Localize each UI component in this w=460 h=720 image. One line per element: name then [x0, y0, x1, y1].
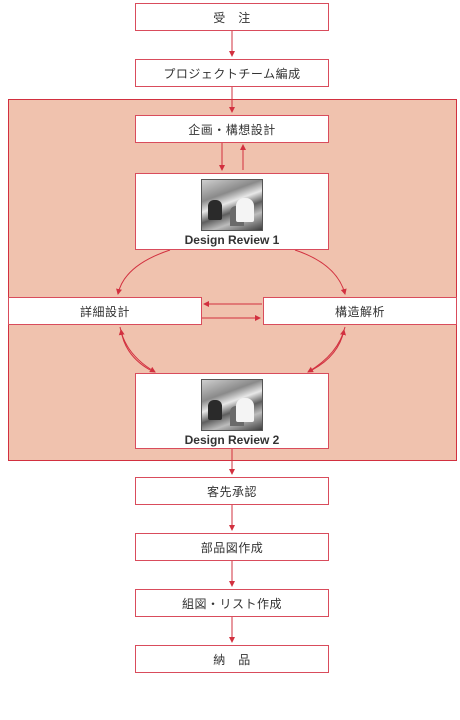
step-detail-label: 詳細設計 [79, 304, 130, 319]
photo-meeting-image [201, 179, 263, 231]
step-review2-label: Design Review 2 [184, 433, 280, 447]
step-order: 受 注 [135, 3, 329, 31]
step-planning: 企画・構想設計 [135, 115, 329, 143]
step-delivery-label: 納 品 [213, 652, 251, 667]
step-detail: 詳細設計 [8, 297, 202, 325]
step-parts: 部品図作成 [135, 533, 329, 561]
step-structure-label: 構造解析 [334, 304, 385, 319]
photo-meeting-image [201, 379, 263, 431]
step-assembly-label: 組図・リスト作成 [181, 596, 282, 611]
step-review2: Design Review 2 [135, 373, 329, 449]
step-approval-label: 客先承認 [206, 484, 257, 499]
step-team-label: プロジェクトチーム編成 [163, 66, 301, 81]
step-parts-label: 部品図作成 [200, 540, 264, 555]
step-review1: Design Review 1 [135, 173, 329, 250]
step-assembly: 組図・リスト作成 [135, 589, 329, 617]
step-planning-label: 企画・構想設計 [188, 122, 276, 137]
step-approval: 客先承認 [135, 477, 329, 505]
step-order-label: 受 注 [213, 10, 251, 25]
step-team: プロジェクトチーム編成 [135, 59, 329, 87]
step-review1-label: Design Review 1 [184, 233, 280, 247]
step-structure: 構造解析 [263, 297, 457, 325]
step-delivery: 納 品 [135, 645, 329, 673]
